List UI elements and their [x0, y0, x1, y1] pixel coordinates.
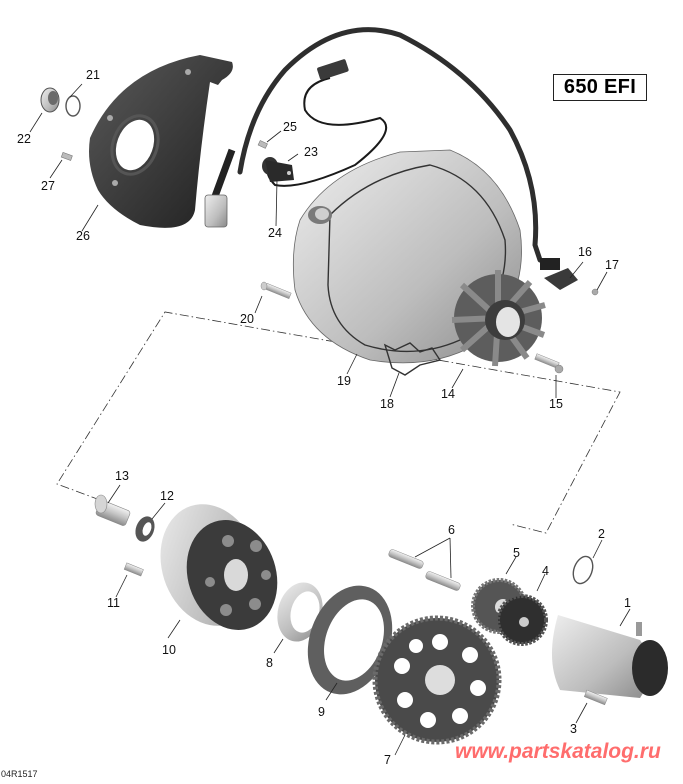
callout-26: 26: [76, 229, 90, 243]
rotor-flywheel-part: [160, 504, 278, 630]
callout-5: 5: [513, 546, 520, 560]
rotor-screw-part: [123, 562, 144, 577]
starter-drive-gear-part: [496, 594, 548, 646]
callout-1: 1: [624, 596, 631, 610]
plug-part: [40, 87, 60, 113]
callout-4: 4: [542, 564, 549, 578]
callout-8: 8: [266, 656, 273, 670]
starter-screw-part: [583, 689, 608, 706]
gasket-part: [383, 342, 442, 376]
cover-screw-part: [260, 281, 292, 299]
magneto-cover-shield-part: [89, 55, 233, 228]
callout-11: 11: [107, 596, 120, 610]
callout-3: 3: [570, 722, 577, 736]
callout-19: 19: [337, 374, 351, 388]
model-badge: 650 EFI: [553, 74, 647, 101]
callout-27: 27: [41, 179, 55, 193]
callout-2: 2: [598, 527, 605, 541]
shield-screw-part: [60, 152, 73, 161]
crankshaft-position-sensor-part: [262, 157, 294, 182]
sensor-screw-part: [257, 140, 268, 149]
o-ring-plug-part: [65, 95, 81, 117]
clamp-screw-part: [591, 288, 599, 296]
callout-9: 9: [318, 705, 325, 719]
callout-21: 21: [86, 68, 100, 82]
o-ring-starter-part: [572, 555, 594, 585]
stator-part: [451, 270, 546, 367]
callout-20: 20: [240, 312, 254, 326]
leader-lines: [29, 83, 631, 756]
callout-labels: 1 2 3 4 5 6 7 8 9 10 11 12 13 14 15 16 1…: [17, 68, 631, 767]
rotor-bolt-part: [94, 494, 131, 526]
gear-shafts-part: [388, 549, 461, 591]
callout-7: 7: [384, 753, 391, 767]
callout-13: 13: [115, 469, 129, 483]
washer-part: [135, 516, 155, 542]
callout-10: 10: [162, 643, 176, 657]
clutch-housing-part: [307, 585, 393, 695]
callout-24: 24: [268, 226, 282, 240]
callout-6: 6: [448, 523, 455, 537]
callout-25: 25: [283, 120, 297, 134]
callout-14: 14: [441, 387, 455, 401]
callout-16: 16: [578, 245, 592, 259]
sprag-clutch-gear-part: [372, 615, 502, 745]
callout-17: 17: [605, 258, 619, 272]
watermark-link[interactable]: www.partskatalog.ru: [455, 740, 661, 763]
wire-clamp-part: [544, 268, 578, 290]
wire-harness-part: [204, 27, 560, 270]
callout-15: 15: [549, 397, 563, 411]
stator-screw-part: [534, 353, 564, 374]
sprag-clutch-part: [277, 582, 323, 642]
reference-code: 04R1517: [1, 769, 38, 779]
callout-12: 12: [160, 489, 174, 503]
callout-23: 23: [304, 145, 318, 159]
callout-22: 22: [17, 132, 31, 146]
starter-motor-part: [551, 615, 668, 698]
callout-18: 18: [380, 397, 394, 411]
